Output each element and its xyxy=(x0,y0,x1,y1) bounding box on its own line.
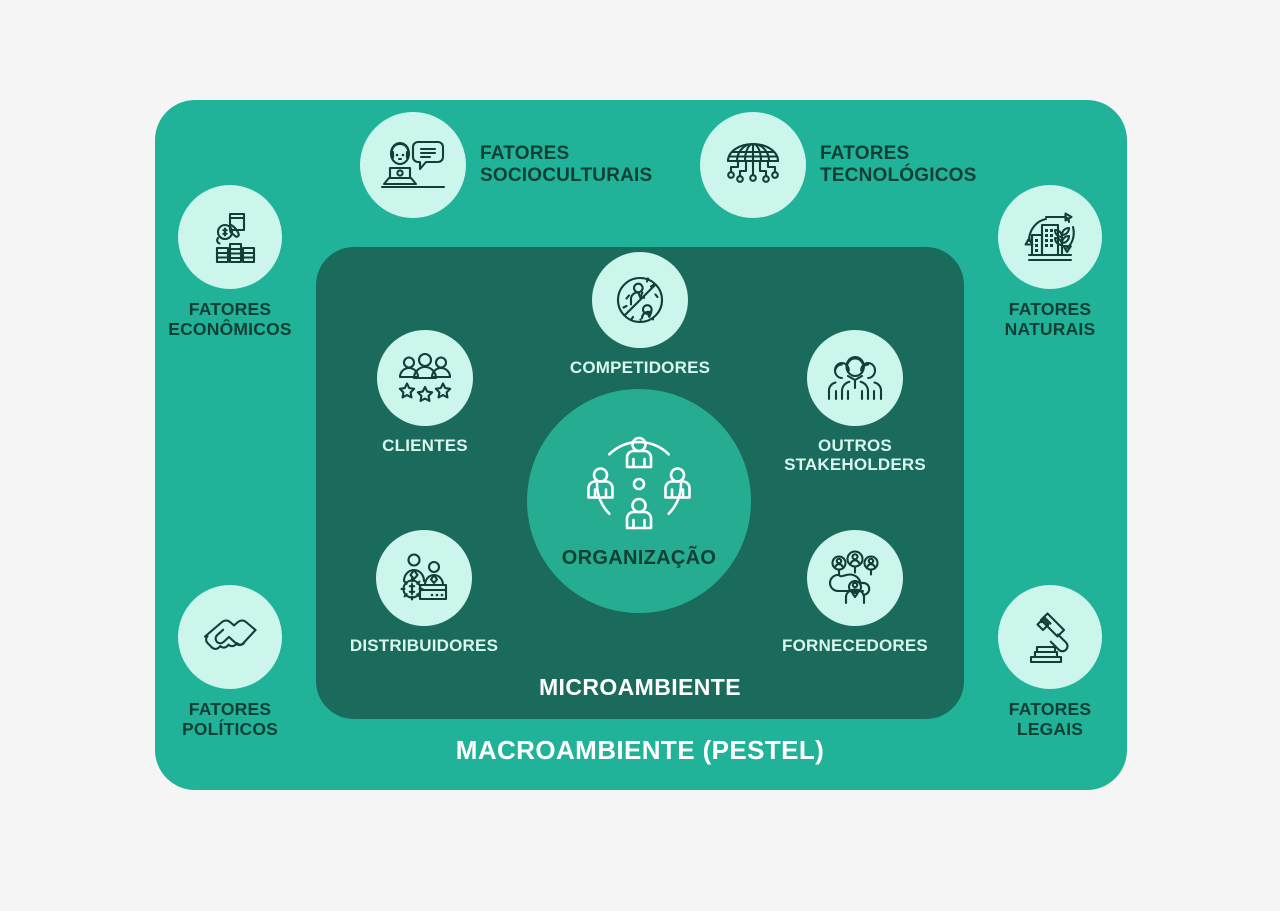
macro-factor-politicos[interactable]: FATORES POLÍTICOS xyxy=(125,585,335,739)
macro-factor-label: FATORES NATURAIS xyxy=(1004,299,1096,339)
macro-factor-label: FATORES TECNOLÓGICOS xyxy=(820,143,977,186)
micro-actor-label: CLIENTES xyxy=(382,436,468,455)
people-stars-icon xyxy=(377,330,473,426)
macro-factor-label: FATORES SOCIOCULTURAIS xyxy=(480,143,653,186)
organizacao-circle[interactable] xyxy=(527,389,751,613)
macro-factor-label: FATORES ECONÔMICOS xyxy=(168,299,292,339)
micro-actor-label: DISTRIBUIDORES xyxy=(349,636,499,655)
three-people-icon xyxy=(807,330,903,426)
micro-actor-competidores[interactable]: COMPETIDORES xyxy=(540,252,740,377)
micro-actor-label: COMPETIDORES xyxy=(569,358,711,377)
microambiente-label: MICROAMBIENTE xyxy=(539,674,741,700)
handshake-icon xyxy=(178,585,282,689)
person-laptop-chat-icon xyxy=(360,112,466,218)
macro-factor-legais[interactable]: FATORES LEGAIS xyxy=(945,585,1155,739)
cloud-people-icon xyxy=(807,530,903,626)
micro-actor-label: FORNECEDORES xyxy=(782,636,928,655)
macro-factor-socioculturais[interactable]: FATORES SOCIOCULTURAIS xyxy=(360,112,660,218)
organizacao-label: ORGANIZAÇÃO xyxy=(561,547,717,569)
micro-actor-label: OUTROS STAKEHOLDERS xyxy=(784,436,926,475)
micro-actor-outros-stakeholders[interactable]: OUTROS STAKEHOLDERS xyxy=(755,330,955,474)
macroambiente-label: MACROAMBIENTE (PESTEL) xyxy=(455,735,825,765)
micro-actor-clientes[interactable]: CLIENTES xyxy=(325,330,525,455)
gavel-icon xyxy=(998,585,1102,689)
competitors-blocked-icon xyxy=(592,252,688,348)
macro-factor-naturais[interactable]: FATORES NATURAIS xyxy=(945,185,1155,339)
micro-actor-distribuidores[interactable]: DISTRIBUIDORES xyxy=(324,530,524,655)
micro-actor-fornecedores[interactable]: FORNECEDORES xyxy=(755,530,955,655)
globe-circuit-icon xyxy=(700,112,806,218)
hand-coins-icon xyxy=(178,185,282,289)
sales-counter-gear-icon xyxy=(376,530,472,626)
team-network-icon xyxy=(575,420,703,548)
building-leaf-recycle-icon xyxy=(998,185,1102,289)
macro-factor-economicos[interactable]: FATORES ECONÔMICOS xyxy=(125,185,335,339)
macro-factor-tecnologicos[interactable]: FATORES TECNOLÓGICOS xyxy=(700,112,1000,218)
macro-factor-label: FATORES POLÍTICOS xyxy=(181,699,279,739)
macro-factor-label: FATORES LEGAIS xyxy=(1008,699,1092,739)
